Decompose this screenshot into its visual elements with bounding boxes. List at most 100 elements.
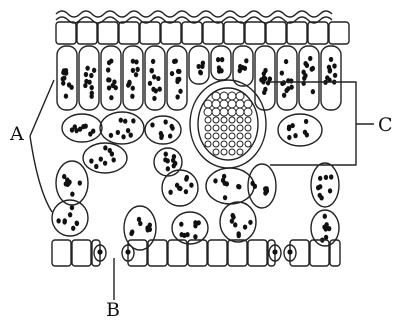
vascular-cell — [244, 108, 252, 116]
chloroplast — [216, 57, 220, 62]
upper-epidermis-cell — [140, 22, 160, 44]
upper-epidermis-cell — [182, 22, 202, 44]
chloroplast — [175, 94, 179, 99]
vascular-cell — [236, 100, 244, 108]
chloroplast — [89, 158, 93, 163]
vascular-cell — [221, 133, 227, 139]
chloroplast — [333, 73, 337, 78]
chloroplast — [112, 79, 116, 84]
chloroplast — [152, 74, 156, 79]
chloroplast — [168, 190, 172, 195]
chloroplast — [70, 205, 74, 210]
chloroplast — [107, 60, 111, 65]
upper-epidermis-cell — [287, 22, 307, 44]
spongy-cell — [278, 114, 322, 146]
spongy-cell — [206, 168, 254, 204]
vascular-cell — [221, 141, 227, 147]
chloroplast — [268, 76, 272, 81]
palisade-cell — [101, 46, 121, 110]
chloroplast — [150, 122, 154, 127]
chloroplast — [182, 233, 186, 238]
palisade-cell — [211, 46, 231, 80]
chloroplast — [111, 157, 115, 162]
chloroplast — [176, 77, 180, 82]
vascular-bundle — [190, 80, 266, 168]
chloroplast — [318, 176, 322, 181]
lower-epidermis-cell — [52, 240, 71, 266]
chloroplast — [56, 218, 60, 223]
chloroplast — [332, 63, 336, 68]
chloroplast — [223, 181, 227, 186]
upper-epidermis-cell — [308, 22, 328, 44]
chloroplast — [170, 71, 174, 76]
chloroplast — [280, 70, 284, 75]
chloroplast — [233, 222, 237, 227]
chloroplast — [109, 95, 113, 100]
chloroplast — [263, 87, 267, 92]
vascular-cell — [245, 117, 251, 123]
spongy-cell — [172, 212, 208, 244]
chloroplast — [184, 177, 188, 182]
chloroplast — [329, 57, 333, 62]
lower-epidermis-cell — [248, 240, 267, 266]
chloroplast — [90, 85, 94, 90]
palisade-cell — [123, 46, 143, 110]
vascular-cell — [237, 133, 243, 139]
pointer-a-upper — [30, 80, 54, 136]
chloroplast — [62, 174, 66, 179]
guard-cell-chloroplast — [97, 249, 102, 254]
upper-epidermis-cuticle — [56, 11, 332, 23]
chloroplast — [325, 75, 329, 80]
chloroplast — [163, 119, 167, 124]
chloroplast — [236, 184, 240, 189]
guard-cell-chloroplast — [272, 249, 277, 254]
upper-epidermis-cell — [119, 22, 139, 44]
chloroplast — [66, 181, 70, 186]
chloroplast — [328, 188, 332, 193]
vascular-cell — [221, 117, 227, 123]
chloroplast — [121, 134, 125, 139]
vascular-cell — [213, 149, 219, 155]
guard-cell-chloroplast — [287, 249, 292, 254]
chloroplast — [259, 77, 263, 82]
chloroplast — [89, 73, 93, 78]
spongy-cell — [248, 164, 276, 208]
lower-epidermis-cell — [290, 240, 309, 266]
chloroplast — [302, 76, 306, 81]
chloroplast — [73, 124, 77, 129]
chloroplast — [135, 67, 139, 72]
vascular-cell — [245, 141, 251, 147]
vascular-cell — [205, 141, 211, 147]
chloroplast — [193, 220, 197, 225]
vascular-cell — [229, 149, 235, 155]
chloroplast — [68, 212, 72, 217]
chloroplast — [109, 133, 113, 138]
chloroplast — [168, 133, 172, 138]
chloroplast — [222, 174, 226, 179]
chloroplast — [71, 226, 75, 231]
chloroplast — [170, 126, 174, 131]
chloroplast — [165, 158, 169, 163]
upper-epidermis-cell — [329, 22, 349, 44]
lower-epidermis-cell — [228, 240, 247, 266]
upper-epidermis-cell — [161, 22, 181, 44]
chloroplast — [107, 85, 111, 90]
vascular-cell — [228, 92, 236, 100]
chloroplast — [156, 76, 160, 81]
palisade-cell — [321, 46, 341, 110]
chloroplast — [159, 135, 163, 140]
vascular-cell — [228, 100, 236, 108]
lower-epidermis-cell — [72, 240, 91, 266]
chloroplast — [103, 145, 107, 150]
chloroplast — [62, 219, 66, 224]
vascular-cell — [229, 141, 235, 147]
palisade-layer — [57, 46, 341, 110]
chloroplast — [154, 88, 158, 93]
upper-epidermis-cell — [98, 22, 118, 44]
chloroplast — [75, 221, 79, 226]
chloroplast — [282, 80, 286, 85]
spongy-layer — [52, 112, 339, 250]
vascular-cell — [245, 133, 251, 139]
